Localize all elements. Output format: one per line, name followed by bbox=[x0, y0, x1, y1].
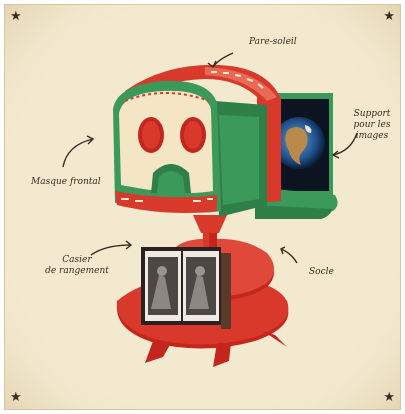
label-socle: Socle bbox=[309, 267, 334, 277]
arrow-masque bbox=[62, 138, 94, 168]
label-casier-line2: de rangement bbox=[45, 266, 109, 276]
arrow-socle bbox=[280, 248, 298, 264]
label-casier-line1: Casier bbox=[62, 255, 92, 265]
label-support: Support pour les images bbox=[347, 109, 397, 142]
callout-arrows bbox=[62, 52, 358, 264]
corner-star-icon: ★ bbox=[10, 9, 22, 24]
corner-star-icon: ★ bbox=[10, 390, 22, 405]
viewer-head bbox=[113, 64, 281, 217]
label-masque-frontal: Masque frontal bbox=[31, 177, 101, 187]
viewer-illustration bbox=[5, 5, 400, 409]
arrow-support bbox=[332, 132, 358, 156]
label-support-line2: pour les images bbox=[353, 120, 391, 141]
label-support-line1: Support bbox=[353, 109, 391, 119]
corner-star-icon: ★ bbox=[383, 9, 395, 24]
storage-card-box bbox=[141, 247, 231, 329]
label-casier: Casier de rangement bbox=[45, 255, 109, 277]
paper-card: Pare-soleil Support pour les images Masq… bbox=[4, 4, 401, 410]
arrow-casier bbox=[90, 244, 132, 256]
corner-star-icon: ★ bbox=[383, 390, 395, 405]
label-pare-soleil: Pare-soleil bbox=[249, 37, 297, 47]
